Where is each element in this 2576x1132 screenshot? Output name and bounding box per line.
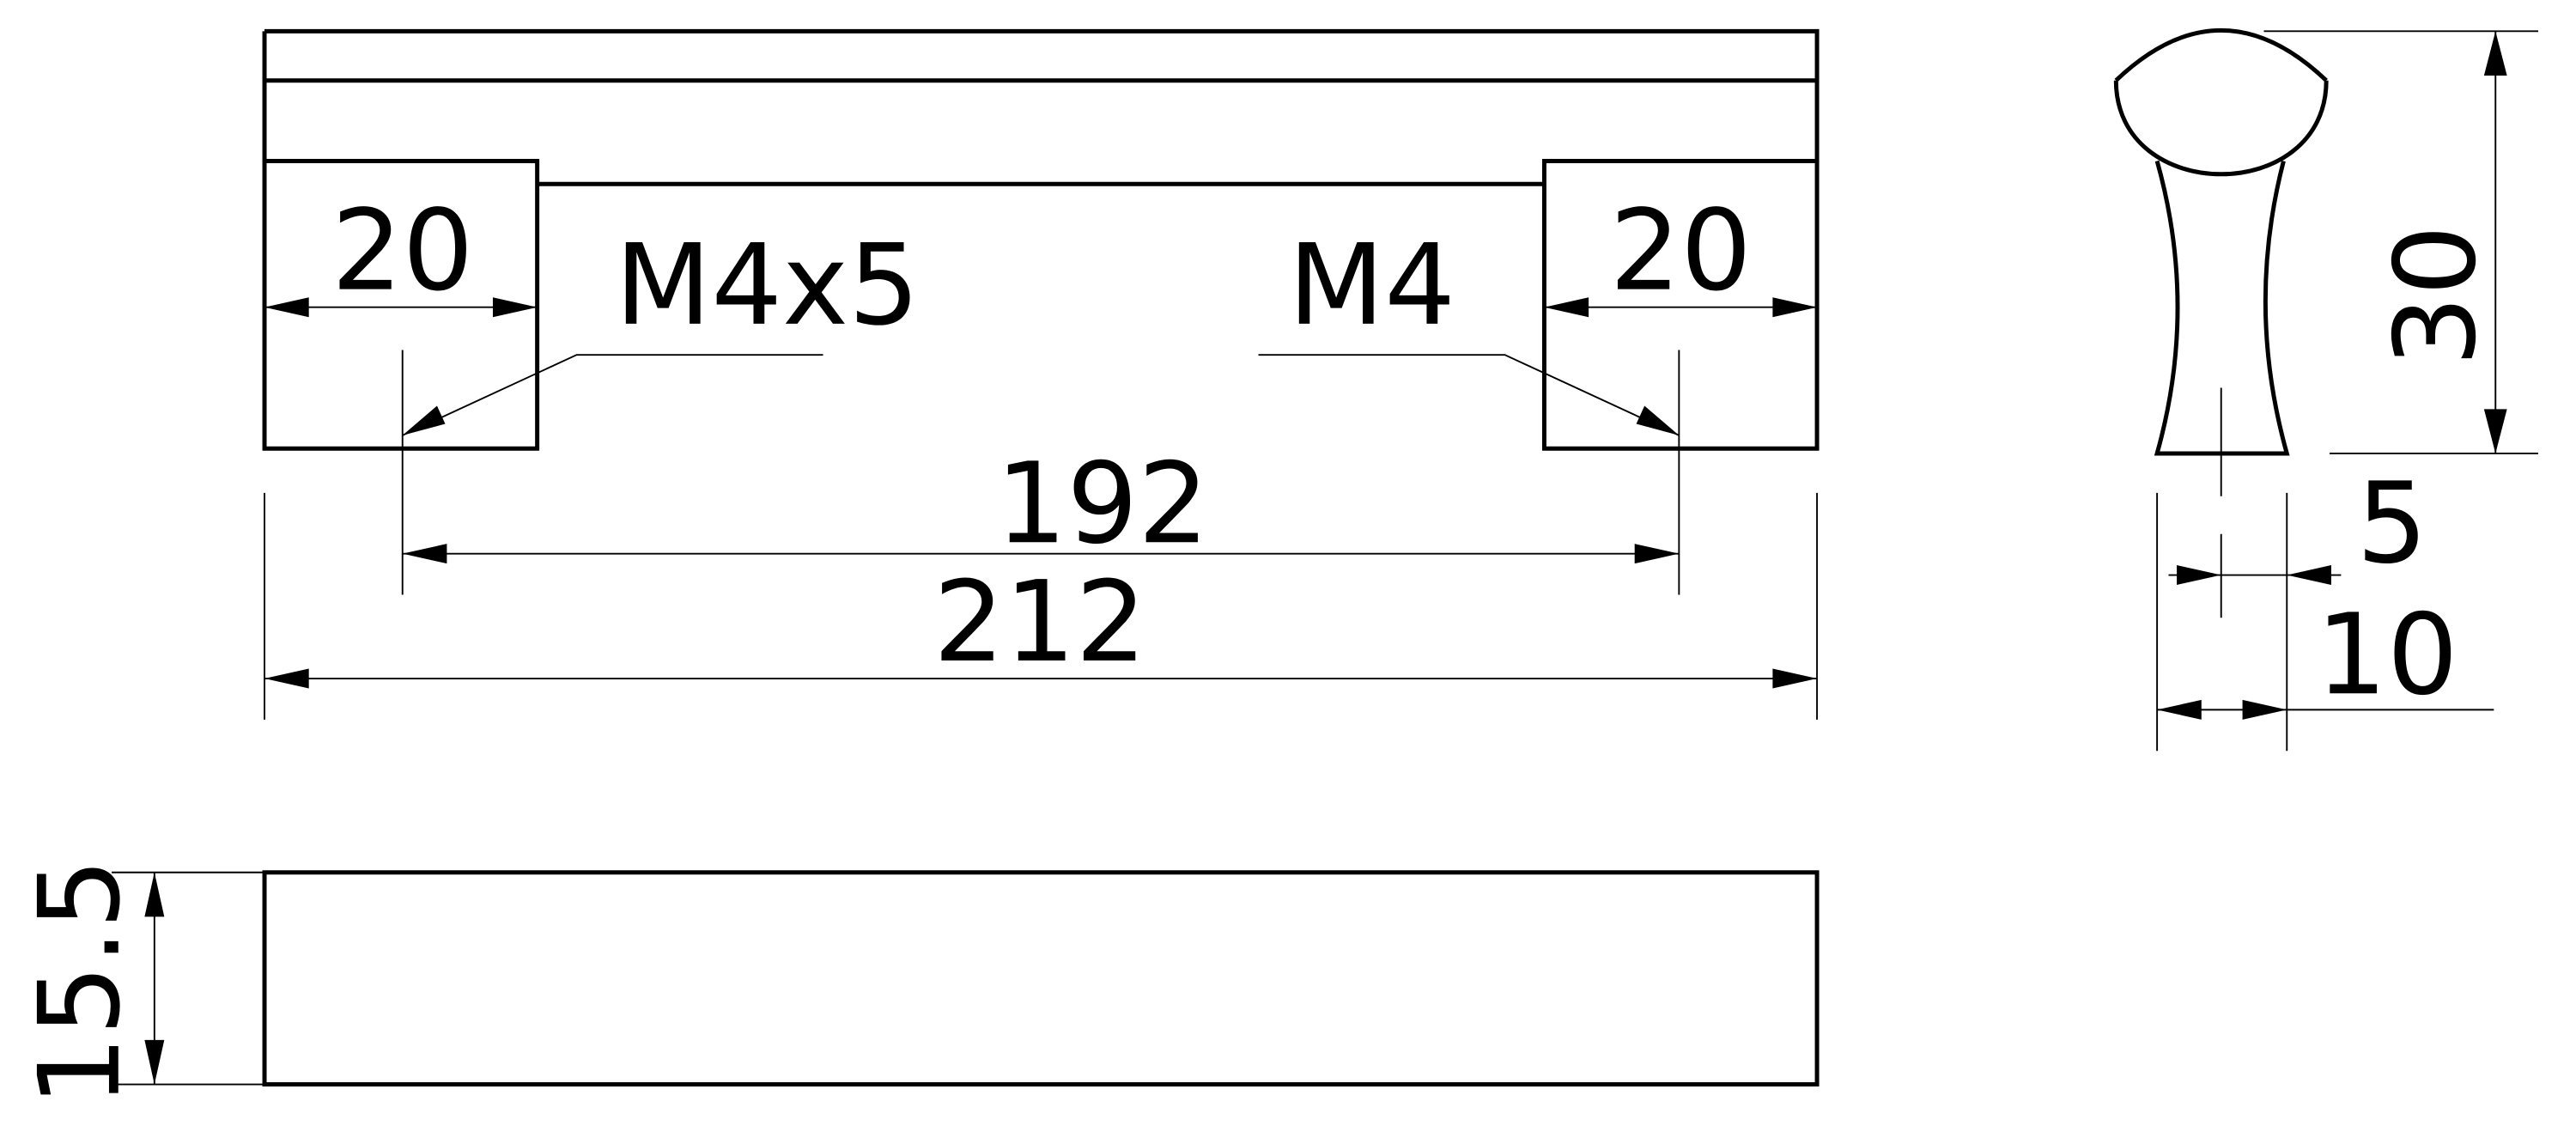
dim-left-20: 20	[331, 186, 474, 316]
thread-label-m4x5: M4x5	[615, 220, 920, 350]
arrow-icon	[2483, 31, 2507, 76]
dim-5: 5	[2356, 458, 2427, 588]
top-view: 20 20 M4x5 M4 192 212	[262, 28, 1820, 720]
arrow-icon	[1634, 544, 1680, 564]
dim-30: 30	[2370, 225, 2500, 368]
arrow-icon	[1544, 297, 1589, 318]
arrow-icon	[402, 405, 446, 435]
thread-label-m4: M4	[1288, 220, 1455, 350]
arrow-icon	[144, 1039, 165, 1085]
arrow-icon	[264, 297, 309, 318]
arrow-icon	[144, 872, 165, 917]
front-view: 15.5	[15, 858, 1820, 1107]
arrow-icon	[492, 297, 538, 318]
arrow-icon	[2483, 409, 2507, 453]
dim-212: 212	[933, 557, 1146, 687]
dim-10: 10	[2316, 589, 2458, 720]
arrow-icon	[1772, 297, 1818, 318]
side-view: 30 5 10	[2113, 27, 2538, 752]
handle-profile	[262, 870, 1820, 1087]
arrow-icon	[2177, 565, 2221, 585]
handle-outline	[262, 28, 1820, 451]
leader-m4x5	[402, 354, 823, 436]
arrow-icon	[402, 544, 447, 564]
leader-m4	[1258, 354, 1680, 436]
arrow-icon	[2287, 565, 2331, 585]
arrow-icon	[2157, 699, 2202, 720]
arrow-icon	[1636, 405, 1680, 435]
dim-192: 192	[996, 438, 1209, 569]
arrow-icon	[2242, 699, 2287, 720]
arrow-icon	[1772, 668, 1818, 689]
dim-15-5: 15.5	[15, 858, 145, 1107]
dim-right-20: 20	[1609, 186, 1752, 316]
arrow-icon	[264, 668, 309, 689]
